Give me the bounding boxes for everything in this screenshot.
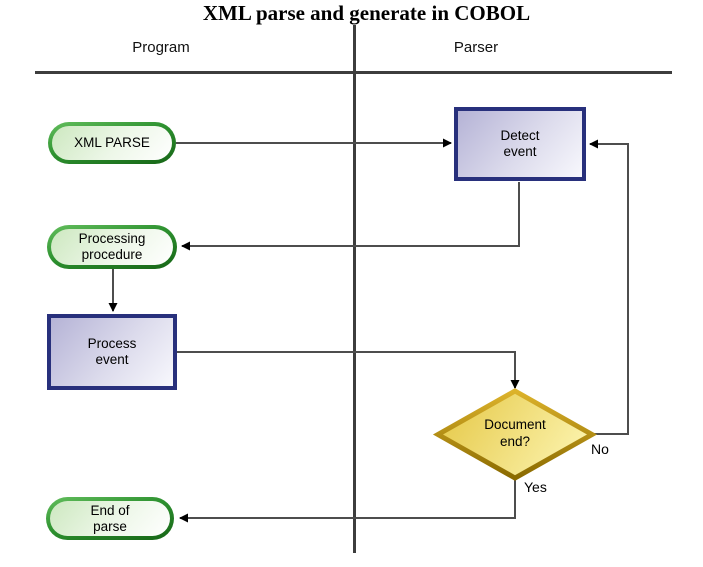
decision-diamond-shape — [432, 388, 598, 481]
edge-label-no: No — [591, 441, 609, 457]
node-processing-procedure: Processing procedure — [47, 225, 177, 269]
node-process-event: Process event — [47, 314, 177, 390]
lane-header-parser: Parser — [453, 39, 499, 56]
edge-decision-yes-to-endparse — [179, 478, 516, 523]
node-end-of-parse-body: End of parse — [50, 501, 170, 536]
edge-decision-no-to-detect — [589, 139, 629, 435]
node-label: Processing procedure — [78, 231, 146, 262]
node-label: XML PARSE — [74, 135, 150, 150]
lane-divider-rule — [353, 25, 356, 553]
node-document-end-label: Document end? — [484, 417, 546, 449]
node-detect-event: Detect event — [454, 107, 586, 181]
node-label: Detect event — [500, 128, 540, 159]
node-processing-procedure-body: Processing procedure — [51, 229, 173, 265]
node-xml-parse: XML PARSE — [48, 122, 176, 164]
diagram-title: XML parse and generate in COBOL — [202, 1, 531, 25]
lane-header-program: Program — [132, 39, 190, 56]
node-end-of-parse: End of parse — [46, 497, 174, 540]
node-label: Process event — [87, 336, 137, 367]
node-xml-parse-body: XML PARSE — [52, 126, 172, 160]
edge-processevent-to-decision — [177, 351, 520, 389]
node-label: End of parse — [90, 502, 130, 534]
edge-label-yes: Yes — [524, 479, 547, 495]
edge-detect-to-processing — [181, 182, 520, 251]
